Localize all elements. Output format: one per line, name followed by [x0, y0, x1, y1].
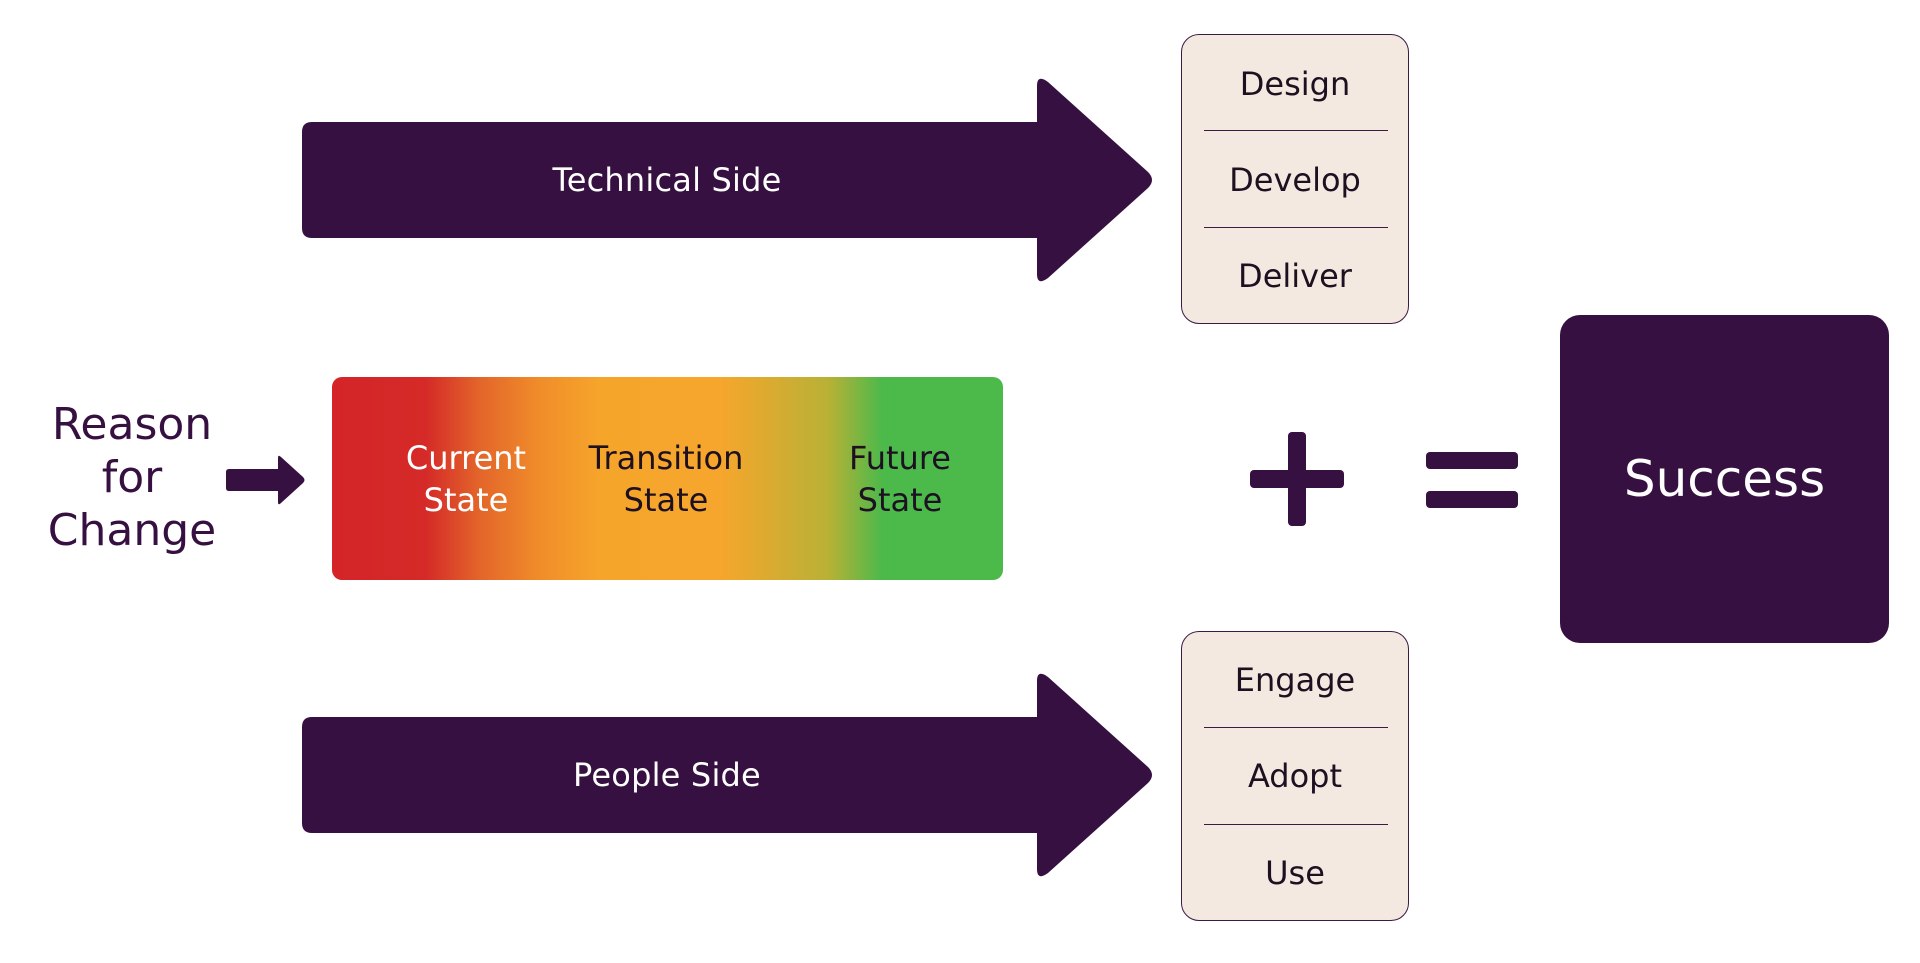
step-deliver: Deliver — [1238, 257, 1352, 295]
technical-side-label: Technical Side — [552, 161, 782, 199]
transition-state-line-1: Transition — [588, 438, 744, 477]
transition-state: Transition State — [566, 377, 766, 580]
future-state: Future State — [800, 377, 1000, 580]
reason-line-1: Reason — [51, 399, 213, 450]
step-divider — [1204, 227, 1388, 228]
step-divider — [1204, 130, 1388, 131]
current-state: Current State — [366, 377, 566, 580]
small-arrow-right-icon — [226, 455, 305, 505]
reason-line-2: for — [101, 452, 163, 503]
equals-icon — [1426, 452, 1518, 508]
step-use: Use — [1265, 854, 1325, 892]
step-divider — [1204, 824, 1388, 825]
transition-state-line-2: State — [623, 480, 709, 519]
people-side-label: People Side — [573, 756, 761, 794]
arrow-right-icon — [302, 78, 1152, 282]
arrow-right-icon — [302, 673, 1152, 877]
technical-side-arrow: Technical Side — [302, 76, 1152, 284]
future-state-line-1: Future — [849, 438, 951, 477]
reason-line-3: Change — [47, 505, 217, 556]
change-state-bar: Current State Transition State Future St… — [332, 377, 1003, 580]
plus-icon — [1250, 432, 1344, 526]
step-develop: Develop — [1229, 161, 1361, 199]
reason-for-change: Reason for Change — [22, 398, 242, 557]
current-state-line-2: State — [423, 480, 509, 519]
step-engage: Engage — [1234, 661, 1356, 699]
step-divider — [1204, 727, 1388, 728]
future-state-line-2: State — [857, 480, 943, 519]
current-state-line-1: Current — [405, 438, 527, 477]
step-adopt: Adopt — [1247, 757, 1343, 795]
success-box: Success — [1560, 315, 1889, 643]
technical-steps-box: Design Develop Deliver — [1181, 34, 1409, 324]
step-design: Design — [1239, 65, 1351, 103]
people-side-arrow: People Side — [302, 671, 1152, 879]
people-steps-box: Engage Adopt Use — [1181, 631, 1409, 921]
